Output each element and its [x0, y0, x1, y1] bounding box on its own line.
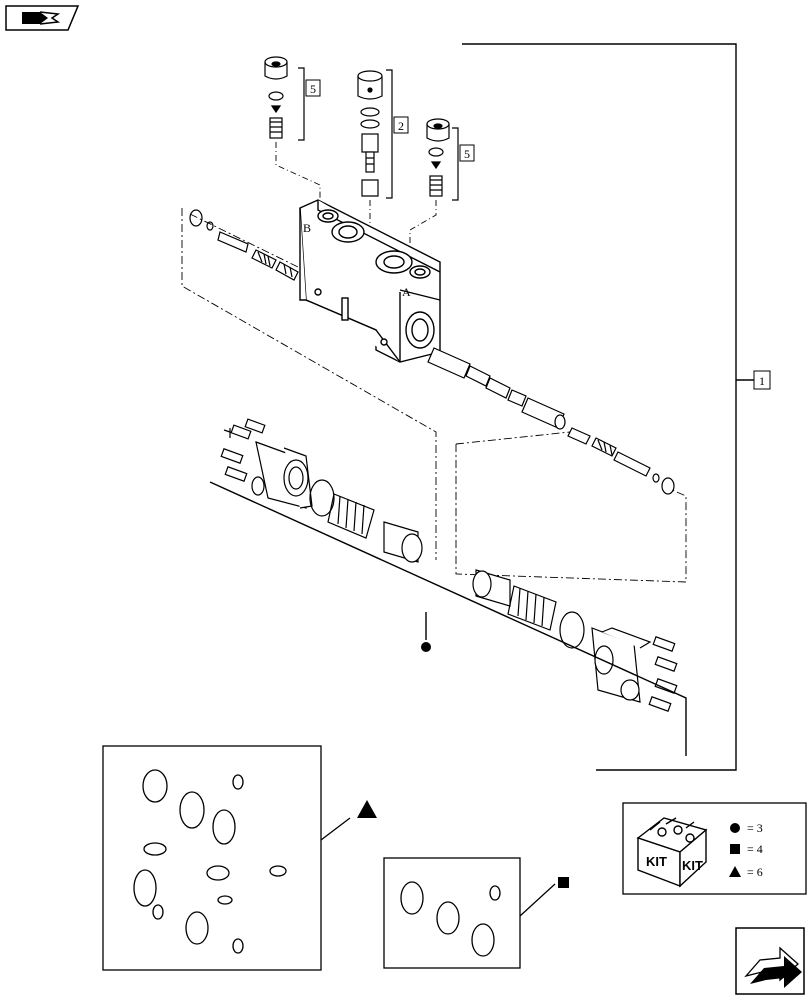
left-spring-cap-assembly: [220, 418, 423, 563]
assembly-dashed-lines: [181, 208, 687, 583]
callout-1[interactable]: 1: [753, 370, 771, 390]
callout-1-label: 1: [759, 374, 765, 388]
kit-circle-marker: [421, 642, 431, 652]
kit-circle-bracket: [209, 481, 687, 756]
kit-square-marker: [558, 877, 569, 888]
callout-5-right-label: 5: [464, 147, 470, 161]
relief-leader-lines: [275, 142, 437, 250]
callout-5-right[interactable]: 5: [459, 144, 475, 162]
relief-valve-left: [264, 56, 305, 141]
main-spool-parts: [427, 347, 566, 430]
legend-circle-symbol: [730, 823, 740, 833]
legend-triangle-count: = 6: [747, 865, 763, 879]
legend-square-symbol: [730, 844, 740, 854]
left-check-parts: [189, 209, 299, 281]
kit-label-right: KIT: [682, 858, 703, 873]
relief-valve-right: [426, 118, 459, 201]
callout-2-label: 2: [398, 119, 404, 133]
right-spring-cap-assembly: [472, 569, 678, 712]
legend-circle-count: = 3: [747, 821, 763, 835]
next-page-arrow-icon[interactable]: [735, 927, 805, 995]
valve-section-block: [299, 199, 441, 363]
seal-kit-triangle-box: [102, 745, 351, 971]
callout-5-left-label: 5: [310, 82, 316, 96]
main-assembly-bracket: [462, 43, 754, 771]
callout-5-left[interactable]: 5: [305, 79, 321, 97]
kit-legend: KIT KIT = 3 = 4 = 6: [622, 802, 807, 895]
port-b-label: B: [303, 221, 311, 235]
kit-box-icon: [636, 817, 708, 888]
seal-kit-square-box: [383, 857, 556, 969]
kit-triangle-marker: [357, 800, 377, 818]
port-a-label: A: [402, 285, 411, 299]
book-navigation-icon[interactable]: [5, 5, 80, 31]
right-spring-parts: [567, 427, 675, 495]
relief-valve-center: [357, 69, 393, 199]
kit-label-left: KIT: [646, 854, 667, 869]
legend-square-count: = 4: [747, 842, 763, 856]
legend-triangle-symbol: [729, 866, 741, 877]
callout-2[interactable]: 2: [393, 116, 409, 134]
